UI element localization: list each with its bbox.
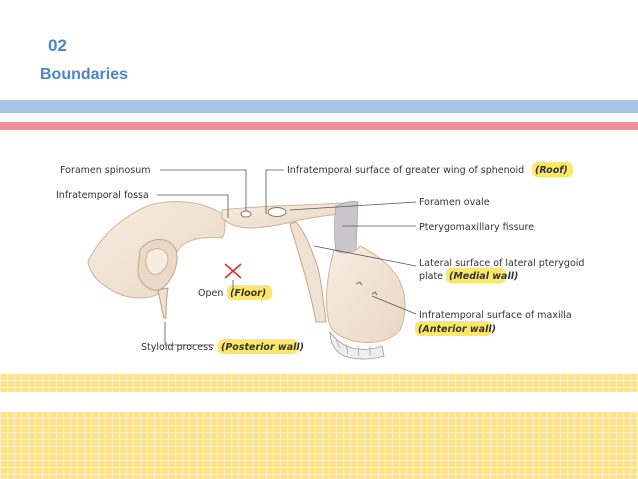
label-pterygomaxillary-fissure: Pterygomaxillary fissure	[419, 222, 534, 233]
leader-lines	[157, 169, 417, 346]
label-foramen-spinosum: Foramen spinosum	[60, 165, 150, 176]
label-foramen-ovale: Foramen ovale	[419, 197, 490, 208]
label-floor-tag: (Floor)	[230, 288, 266, 299]
label-medial-line2: plate	[419, 271, 443, 282]
label-infratemporal-fossa: Infratemporal fossa	[56, 190, 149, 201]
label-floor-text: Open	[198, 288, 223, 299]
label-roof-tag: (Roof)	[535, 165, 568, 176]
medial-highlight	[446, 268, 506, 283]
label-posterior-text: Styloid process	[141, 342, 213, 353]
label-posterior-tag: (Posterior wall)	[221, 342, 304, 353]
slide-number: 02	[48, 36, 67, 55]
posterior-highlight	[218, 339, 298, 354]
label-medial-line1: Lateral surface of lateral pterygoid	[419, 258, 584, 269]
label-roof-text: Infratemporal surface of greater wing of…	[287, 165, 524, 176]
skull-base-illustration	[87, 200, 406, 360]
decorative-yellow-footer	[0, 412, 638, 479]
red-x-cross-icon	[224, 263, 242, 279]
floor-highlight	[227, 285, 272, 300]
slide-title: Boundaries	[40, 66, 129, 83]
roof-highlight	[532, 162, 573, 177]
anterior-highlight	[415, 321, 491, 336]
decorative-pink-band	[0, 122, 638, 130]
label-anterior-text: Infratemporal surface of maxilla	[419, 310, 572, 321]
decorative-yellow-band	[0, 374, 638, 392]
label-anterior-tag: (Anterior wall)	[418, 324, 496, 335]
decorative-blue-band	[0, 100, 638, 113]
label-medial-tag: (Medial wall)	[449, 271, 518, 282]
